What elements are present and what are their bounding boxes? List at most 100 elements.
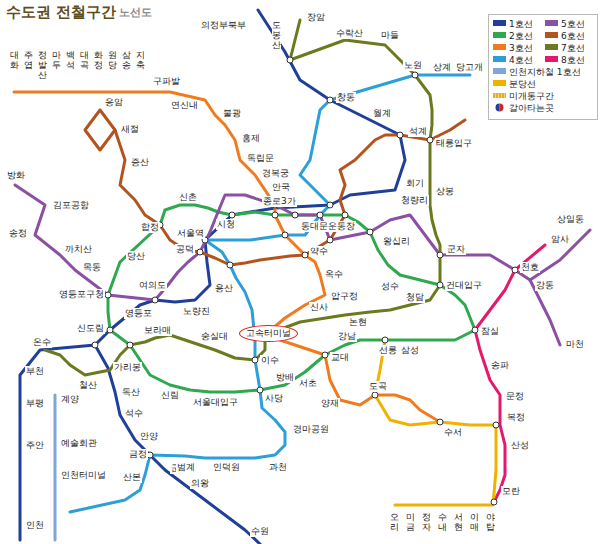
legend-item: 1호선 — [493, 19, 533, 30]
station-label: 안국 — [271, 182, 291, 193]
legend-item: 분당선 — [493, 79, 536, 90]
station-label: 숭실대 — [200, 331, 229, 342]
legend-item: 2호선 — [493, 31, 533, 42]
station-label: 새절 — [120, 124, 140, 135]
legend-text: 6호선 — [561, 31, 585, 41]
station-label: 보라매 — [143, 325, 172, 336]
station-label-vertical: 서현 — [454, 512, 463, 534]
station-label: 인천 — [25, 520, 45, 531]
legend-text: 미개통구간 — [509, 91, 554, 101]
station-label: 마천 — [565, 339, 585, 350]
station-label: 인천터미널 — [60, 470, 107, 481]
legend-swatch — [493, 56, 506, 62]
station-label: 범계 — [176, 462, 196, 473]
station-label: 신도림 — [76, 323, 105, 334]
station-label: 의정부북부 — [200, 20, 247, 31]
legend-item: 8호선 — [545, 55, 585, 66]
station-label: 상봉 — [435, 186, 455, 197]
legend-swatch — [545, 44, 558, 50]
legend-text: 인천지하철 1호선 — [509, 67, 581, 77]
legend-swatch — [493, 44, 506, 50]
station-label: 여의도 — [138, 280, 167, 291]
legend-item: 인천지하철 1호선 — [493, 67, 581, 78]
station-label: 계양 — [60, 394, 80, 405]
station-label: 선릉 — [378, 345, 398, 356]
station-label: 회기 — [405, 178, 425, 189]
station-label: 신림 — [160, 390, 180, 401]
line-1 — [20, 10, 405, 540]
station-label: 압구정 — [330, 291, 359, 302]
station-label: 교대 — [330, 352, 350, 363]
hatch-stroke — [506, 93, 507, 98]
legend-text: 5호선 — [561, 19, 585, 29]
station-label: 수원 — [250, 526, 270, 537]
station-label: 영등포 — [124, 308, 153, 319]
legend-swatch — [493, 32, 506, 38]
station-label: 부평 — [25, 398, 45, 409]
station-label: 연신내 — [170, 100, 199, 111]
station-label: 왕십리 — [382, 236, 411, 247]
station-label: 종로3가 — [262, 196, 297, 207]
station-label: 강남 — [337, 331, 357, 342]
line-1-south — [95, 345, 260, 544]
station-label: 건대입구 — [445, 280, 483, 291]
station-label: 성수 — [380, 281, 400, 292]
station-label: 김포공항 — [52, 200, 90, 211]
station-label: 구파발 — [152, 76, 181, 87]
legend-text: 1호선 — [509, 19, 533, 29]
station-label: 경복궁 — [261, 168, 290, 179]
station-label: 태릉입구 — [435, 138, 473, 149]
station-label: 마들 — [380, 30, 400, 41]
station-label: 방화 — [6, 170, 26, 181]
hatch-stroke — [494, 93, 495, 98]
legend-item: 3호선 — [493, 43, 533, 54]
station-label: 군자 — [446, 244, 466, 255]
station-label-vertical: 오리 — [390, 512, 399, 534]
station-label-vertical: 대곡 — [80, 50, 89, 72]
legend-swatch — [545, 56, 558, 62]
station-label: 공덕 — [175, 244, 195, 255]
station-label: 문정 — [505, 391, 525, 402]
station-label: 과천 — [268, 462, 288, 473]
transfer-symbol — [493, 103, 506, 112]
unopened-section-swatch — [493, 91, 506, 100]
station-label: 인덕원 — [212, 462, 241, 473]
station-label: 서초 — [298, 378, 318, 389]
station-label: 독산 — [121, 387, 141, 398]
station-label-vertical: 미금 — [406, 512, 415, 534]
station-label: 당산 — [126, 251, 146, 262]
line-5 — [15, 185, 590, 300]
station-label: 청담 — [405, 292, 425, 303]
station-label: 복정 — [506, 412, 526, 423]
station-label: 온수 — [32, 337, 52, 348]
station-label-vertical: 대화 — [10, 50, 19, 72]
legend-text: 7호선 — [561, 43, 585, 53]
station-label-vertical: 정자 — [422, 512, 431, 534]
station-label: 양재 — [320, 398, 340, 409]
station-label: 불광 — [222, 108, 242, 119]
station-label-vertical: 원당 — [108, 50, 117, 72]
station-label: 주안 — [25, 440, 45, 451]
station-label: 산본 — [122, 472, 142, 483]
station-label: 시청 — [216, 219, 236, 230]
station-label: 창동 — [336, 92, 356, 103]
legend-swatch — [493, 20, 506, 26]
station-label: 장암 — [306, 12, 326, 23]
station-label: 사당 — [264, 393, 284, 404]
station-label: 서울역 — [176, 228, 205, 239]
station-label-vertical: 이매 — [470, 512, 479, 534]
station-label: 응암 — [104, 97, 124, 108]
legend-text: 2호선 — [509, 31, 533, 41]
station-label: 석수 — [124, 408, 144, 419]
hatch-ground — [493, 93, 506, 98]
station-label: 약수 — [309, 246, 329, 257]
station-label: 철산 — [78, 380, 98, 391]
highlight-ellipse: 고속터미널 — [239, 325, 298, 342]
station-label-vertical: 주엽 — [24, 50, 33, 72]
station-label: 목동 — [82, 262, 102, 273]
station-label-vertical: 야탑 — [486, 512, 495, 534]
legend-item: 미개통구간 — [493, 91, 554, 102]
map-title: 수도권 전철구간 — [6, 3, 116, 21]
legend-swatch — [493, 68, 506, 74]
station-label: 월계 — [372, 108, 392, 119]
